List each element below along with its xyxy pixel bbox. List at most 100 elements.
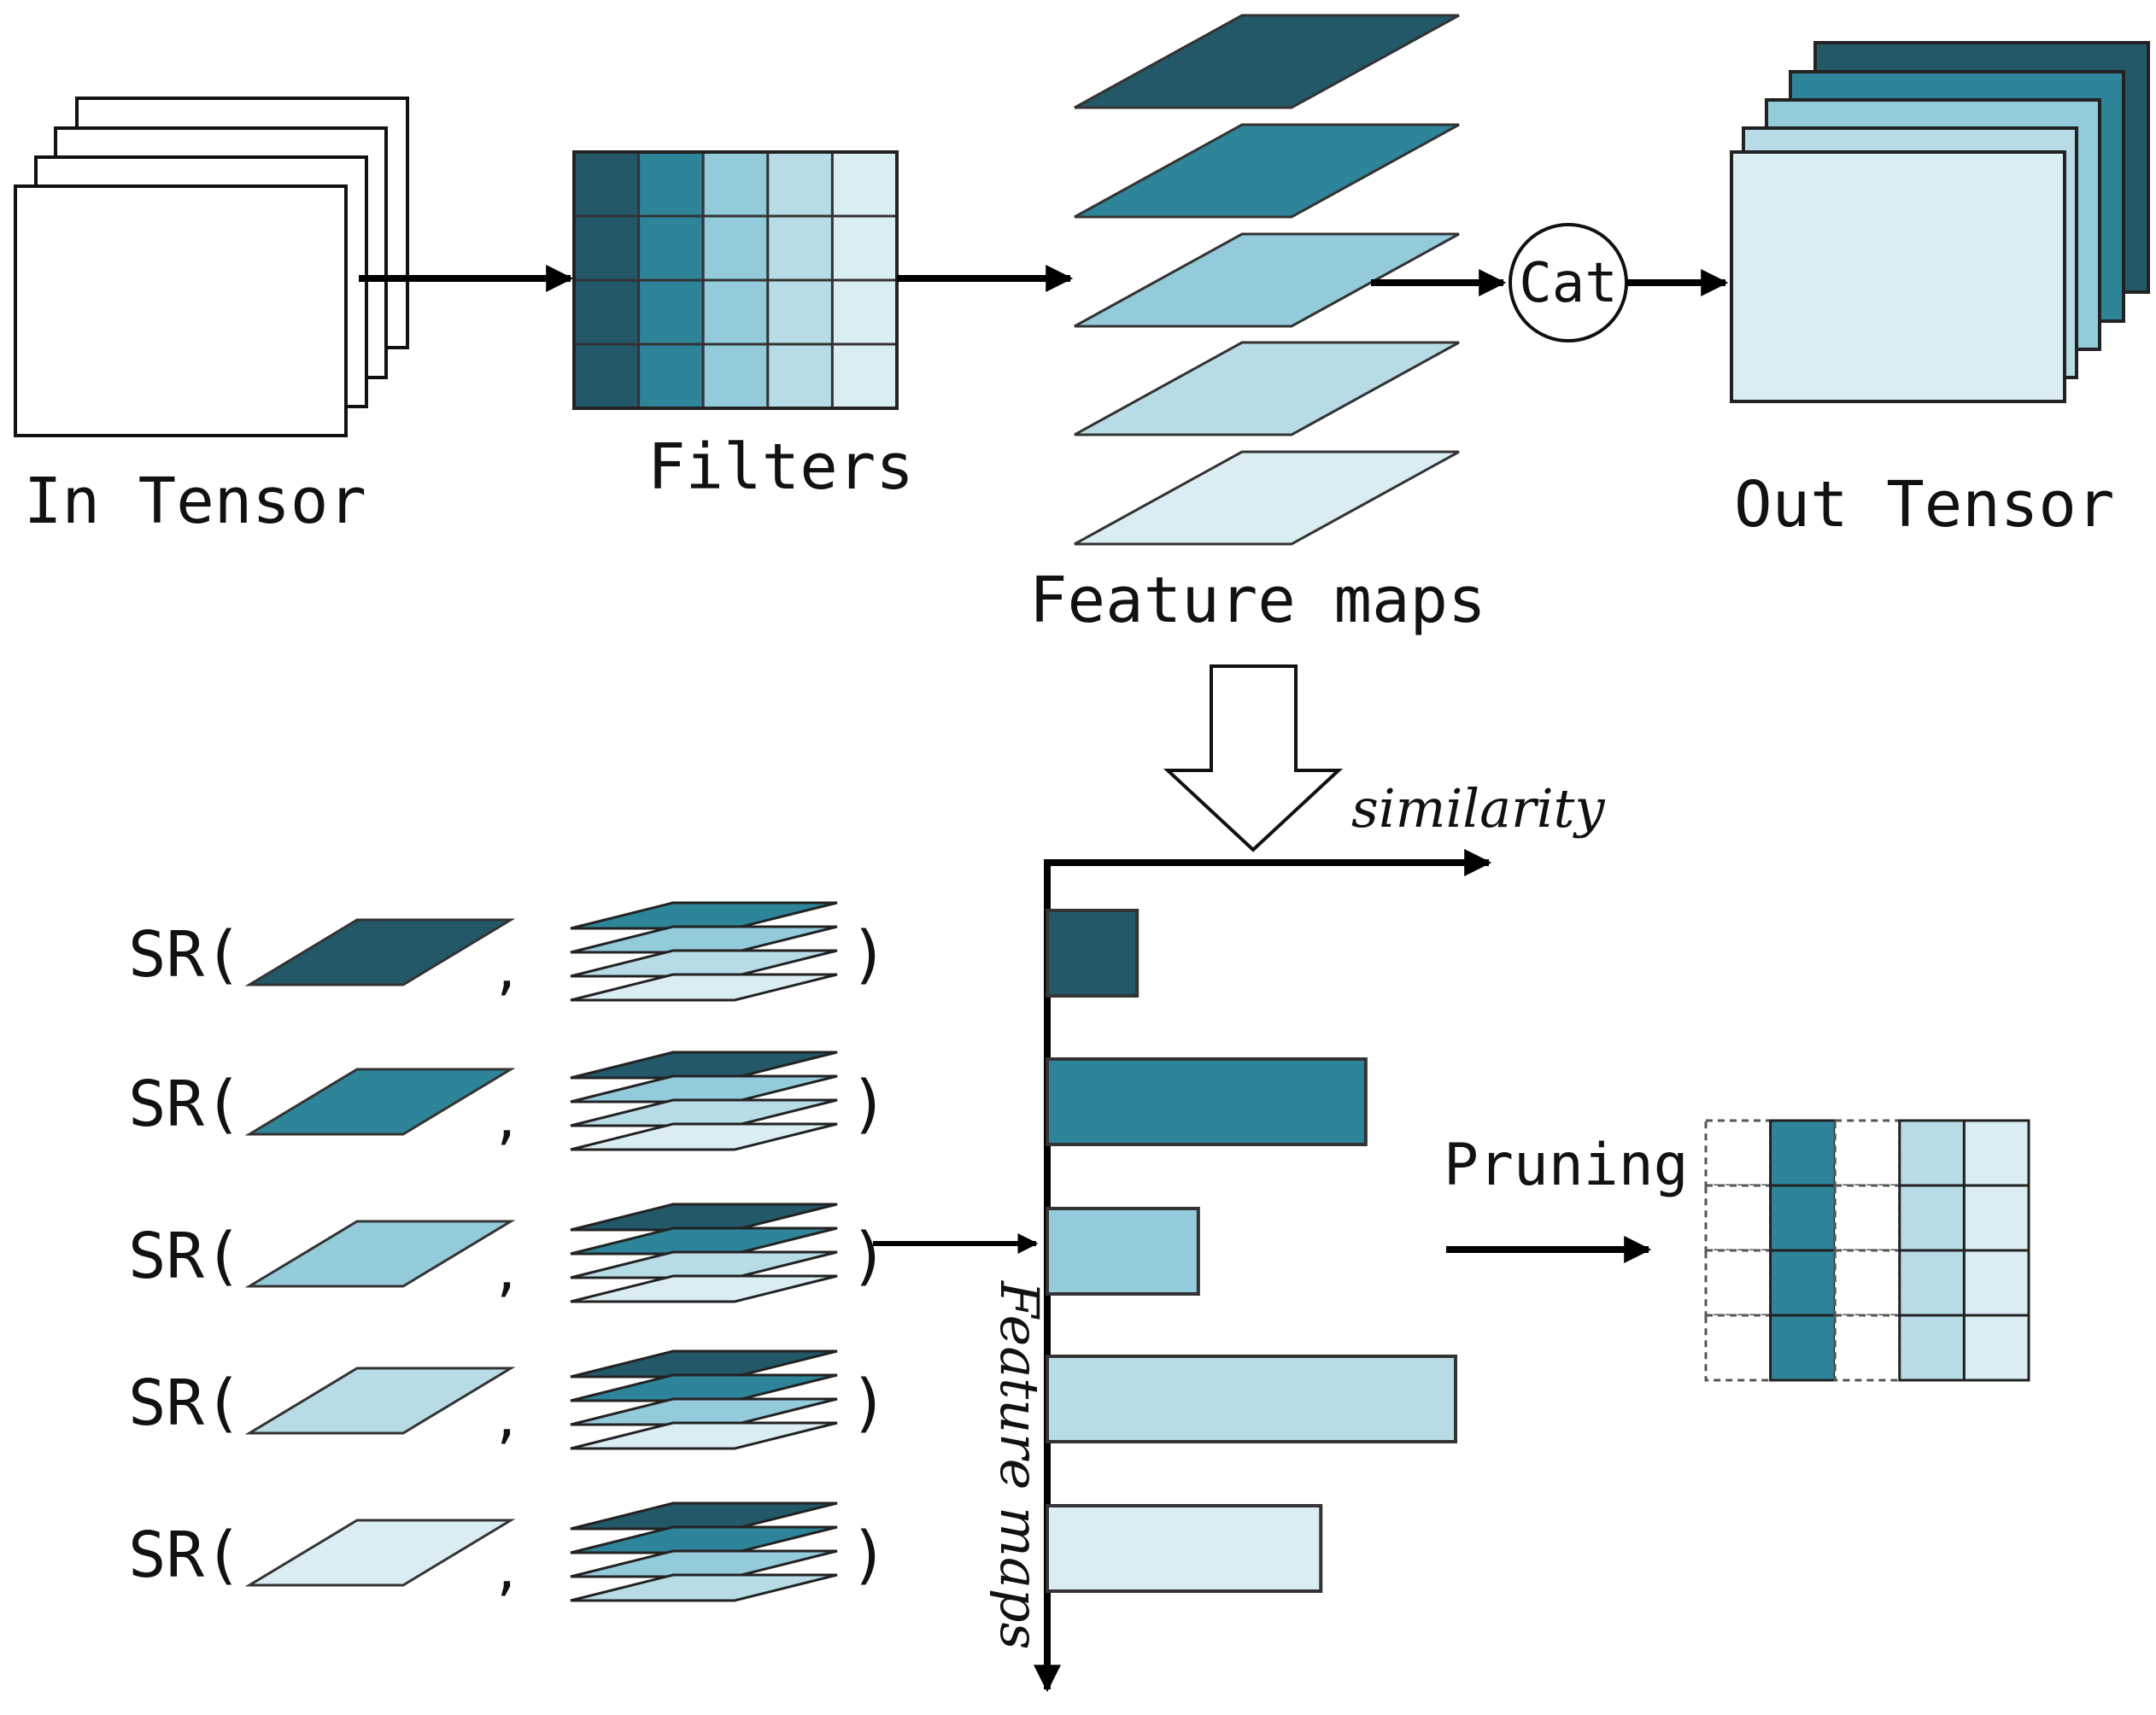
- filter-cell: [830, 278, 899, 346]
- compare-feature-map: [570, 1373, 838, 1402]
- kept-filter-cell: [1769, 1184, 1837, 1252]
- kept-filter-cell: [1769, 1119, 1837, 1187]
- filter-cell: [766, 342, 834, 410]
- out-tensor-sheet: [1730, 150, 2066, 403]
- target-feature-map: [244, 1068, 516, 1136]
- sr-func: SR(: [128, 1519, 243, 1592]
- feature-maps-stack: [1074, 14, 1460, 546]
- filter-cell: [637, 214, 705, 282]
- compare-feature-map: [570, 949, 838, 978]
- in-tensor-sheet: [14, 184, 348, 437]
- compare-feature-map: [570, 1203, 838, 1232]
- compare-feature-map: [570, 1525, 838, 1554]
- pruned-filter-cell: [1833, 1184, 1901, 1252]
- filter-cell: [637, 278, 705, 346]
- filter-cell: [572, 278, 641, 346]
- compare-feature-map: [570, 1098, 838, 1127]
- filter-cell: [701, 214, 770, 282]
- kept-filter-cell: [1962, 1314, 2030, 1382]
- feature-map: [1074, 232, 1460, 328]
- pruned-filter-cell: [1833, 1314, 1901, 1382]
- compare-feature-map: [570, 1274, 838, 1303]
- kept-filter-cell: [1898, 1249, 1966, 1317]
- filter-cell: [701, 278, 770, 346]
- target-feature-map: [244, 918, 516, 986]
- sr-func: SR(: [128, 1068, 243, 1141]
- pruned-filters-grid: [1704, 1119, 2030, 1382]
- feature-map: [1074, 450, 1460, 546]
- filter-cell: [701, 342, 770, 410]
- filter-cell: [572, 342, 641, 410]
- target-feature-map: [244, 1220, 516, 1288]
- compare-feature-map: [570, 1122, 838, 1151]
- compare-feature-map: [570, 1074, 838, 1103]
- out-tensor-label: Out Tensor: [1734, 468, 2115, 541]
- compare-feature-map: [570, 1226, 838, 1256]
- kept-filter-cell: [1898, 1314, 1966, 1382]
- concat-label: Cat: [1519, 252, 1618, 315]
- kept-filter-cell: [1769, 1249, 1837, 1317]
- sr-close: ): [850, 1220, 888, 1293]
- target-feature-map: [244, 1519, 516, 1587]
- filter-cell: [766, 214, 834, 282]
- compare-feature-map: [570, 1501, 838, 1531]
- kept-filter-cell: [1962, 1249, 2030, 1317]
- pruned-filter-cell: [1704, 1314, 1772, 1382]
- sr-rows: SR(,)SR(,)SR(,)SR(,)SR(,): [128, 901, 888, 1602]
- pruned-filter-cell: [1833, 1119, 1901, 1187]
- filter-cell: [830, 150, 899, 218]
- similarity-bar: [1046, 1207, 1200, 1296]
- sr-row: SR(,): [128, 1501, 888, 1602]
- similarity-chart: similarity Feature maps: [988, 777, 1605, 1693]
- similarity-bar: [1046, 909, 1140, 998]
- feature-maps-label: Feature maps: [1029, 564, 1486, 637]
- sr-separator: ,: [491, 1091, 522, 1150]
- compare-feature-map: [570, 1421, 838, 1450]
- filter-cell: [572, 150, 641, 218]
- sr-row: SR(,): [128, 1051, 888, 1151]
- filter-cell: [766, 150, 834, 218]
- sr-separator: ,: [491, 1542, 522, 1601]
- feature-map: [1074, 123, 1460, 219]
- sr-func: SR(: [128, 918, 243, 992]
- sr-separator: ,: [491, 941, 522, 1001]
- feature-map: [1074, 341, 1460, 436]
- compare-feature-map: [570, 1573, 838, 1602]
- similarity-bar: [1046, 1355, 1457, 1443]
- pruning-label: Pruning: [1444, 1132, 1689, 1199]
- sr-close: ): [850, 1068, 888, 1141]
- bars: [1046, 909, 1457, 1593]
- similarity-bar: [1046, 1504, 1323, 1593]
- feature-map: [1074, 14, 1460, 109]
- in-tensor-label: In Tensor: [24, 465, 366, 538]
- out-tensor-stack: [1730, 41, 2150, 403]
- sr-close: ): [850, 1367, 888, 1440]
- sr-separator: ,: [491, 1243, 522, 1302]
- compare-feature-map: [570, 973, 838, 1002]
- kept-filter-cell: [1962, 1119, 2030, 1187]
- filters-label: Filters: [647, 430, 914, 504]
- filter-cell: [637, 342, 705, 410]
- x-axis-label: similarity: [1351, 777, 1605, 840]
- filter-cell: [572, 214, 641, 282]
- compare-feature-map: [570, 1549, 838, 1578]
- compare-feature-map: [570, 1250, 838, 1279]
- kept-filter-cell: [1769, 1314, 1837, 1382]
- filter-cell: [637, 150, 705, 218]
- filter-cell: [701, 150, 770, 218]
- sr-close: ): [850, 918, 888, 992]
- compare-feature-map: [570, 901, 838, 930]
- sr-separator: ,: [491, 1390, 522, 1449]
- filter-cell: [830, 342, 899, 410]
- similarity-bar: [1046, 1057, 1368, 1146]
- pruned-filter-cell: [1833, 1249, 1901, 1317]
- pruned-filter-cell: [1704, 1119, 1772, 1187]
- y-axis-label: Feature maps: [988, 1280, 1051, 1649]
- kept-filter-cell: [1962, 1184, 2030, 1252]
- sr-row: SR(,): [128, 1203, 888, 1303]
- pruned-filter-cell: [1704, 1249, 1772, 1317]
- filters-grid: [572, 150, 899, 410]
- compare-feature-map: [570, 925, 838, 954]
- pruned-filter-cell: [1704, 1184, 1772, 1252]
